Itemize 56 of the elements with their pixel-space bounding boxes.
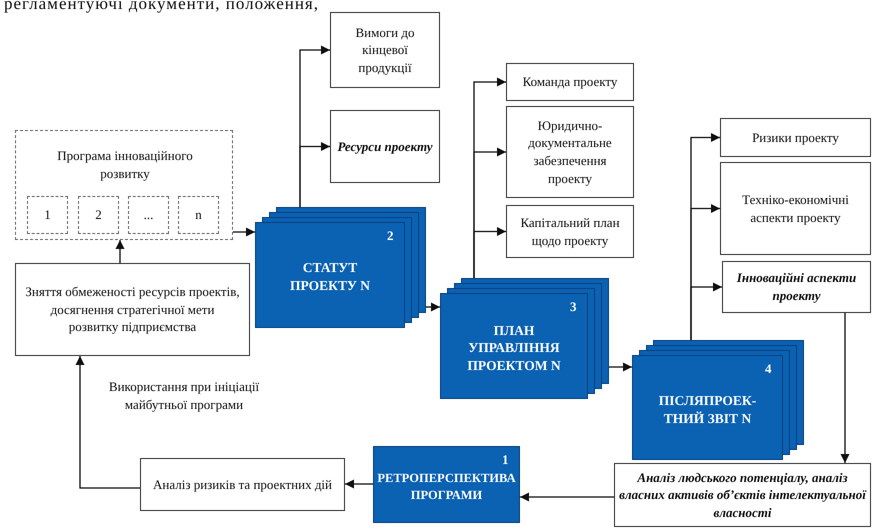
process-box — [720, 162, 871, 255]
stage-number: 2 — [387, 228, 394, 244]
box-text: Ризики проекту — [752, 128, 839, 146]
stage-title: ПЛАН УПРАВЛІННЯ ПРОЕКТОМ N — [466, 322, 562, 375]
stage-number: 1 — [502, 452, 508, 468]
box-text: Капітальний план щодо проекту — [519, 214, 621, 250]
stage-title: РЕТРОПЕРСПЕКТИВА ПРОГРАМИ — [376, 470, 516, 503]
program-group-box — [15, 130, 233, 240]
project-slot-box — [27, 196, 68, 234]
arrow — [345, 480, 373, 488]
process-box — [614, 463, 871, 527]
arrow — [473, 227, 506, 278]
arrow — [520, 492, 614, 502]
stacked-document-box — [255, 207, 426, 328]
box-text: Зняття обмеженості ресурсів проектів, досягнення стратегічної мети розвитку підприємства — [25, 283, 240, 336]
page-text-fragment: регламентуючі документи, положення, — [4, 0, 320, 14]
stage-box — [373, 446, 520, 523]
arrow — [299, 142, 330, 207]
process-box — [330, 110, 440, 183]
process-box — [722, 261, 871, 313]
process-box — [140, 458, 345, 511]
process-box — [506, 106, 634, 198]
arrow — [76, 356, 140, 489]
box-text: Аналіз людського потенціалу, аналіз власних активів об’єктів інтелектуальної власності — [618, 468, 868, 522]
arrow — [116, 240, 124, 263]
process-box — [506, 205, 634, 258]
project-slot-box — [178, 196, 219, 234]
process-box — [506, 63, 634, 101]
stage-title: СТАТУТ ПРОЕКТУ N — [289, 259, 371, 295]
box-text: Техніко-економічні аспекти проекту — [741, 190, 850, 226]
stage-number: 4 — [765, 361, 772, 377]
project-slot-box — [78, 196, 119, 234]
box-text: Ресурси проекту — [337, 138, 433, 156]
box-text: 1 — [44, 206, 51, 224]
arrow — [690, 282, 722, 340]
box-text: ... — [144, 206, 154, 224]
box-text: Вимоги до кінцевої продукції — [354, 24, 416, 76]
box-text: 2 — [95, 206, 102, 224]
stacked-document-box — [632, 340, 804, 460]
process-box — [15, 263, 250, 356]
stacked-document-box — [440, 278, 609, 399]
process-box — [720, 118, 871, 157]
box-text: Інноваційні аспекти проекту — [736, 269, 856, 305]
process-box — [330, 12, 440, 88]
arrow — [609, 362, 632, 372]
arrow — [233, 228, 255, 236]
stage-title: ПІСЛЯПРОЕК- ТНИЙ ЗВІТ N — [658, 392, 758, 428]
stage-number: 3 — [570, 299, 576, 315]
box-text: Команда проекту — [522, 73, 618, 91]
box-text: Юридично-документальне забезпечення проекту — [527, 116, 613, 188]
project-slot-box — [128, 196, 169, 234]
arrow — [840, 313, 850, 463]
group-title: Програма інноваційного розвитку — [56, 147, 194, 182]
arrow — [426, 302, 440, 312]
box-text: n — [195, 206, 202, 224]
box-text: Аналіз ризиків та проектних дій — [153, 476, 332, 494]
